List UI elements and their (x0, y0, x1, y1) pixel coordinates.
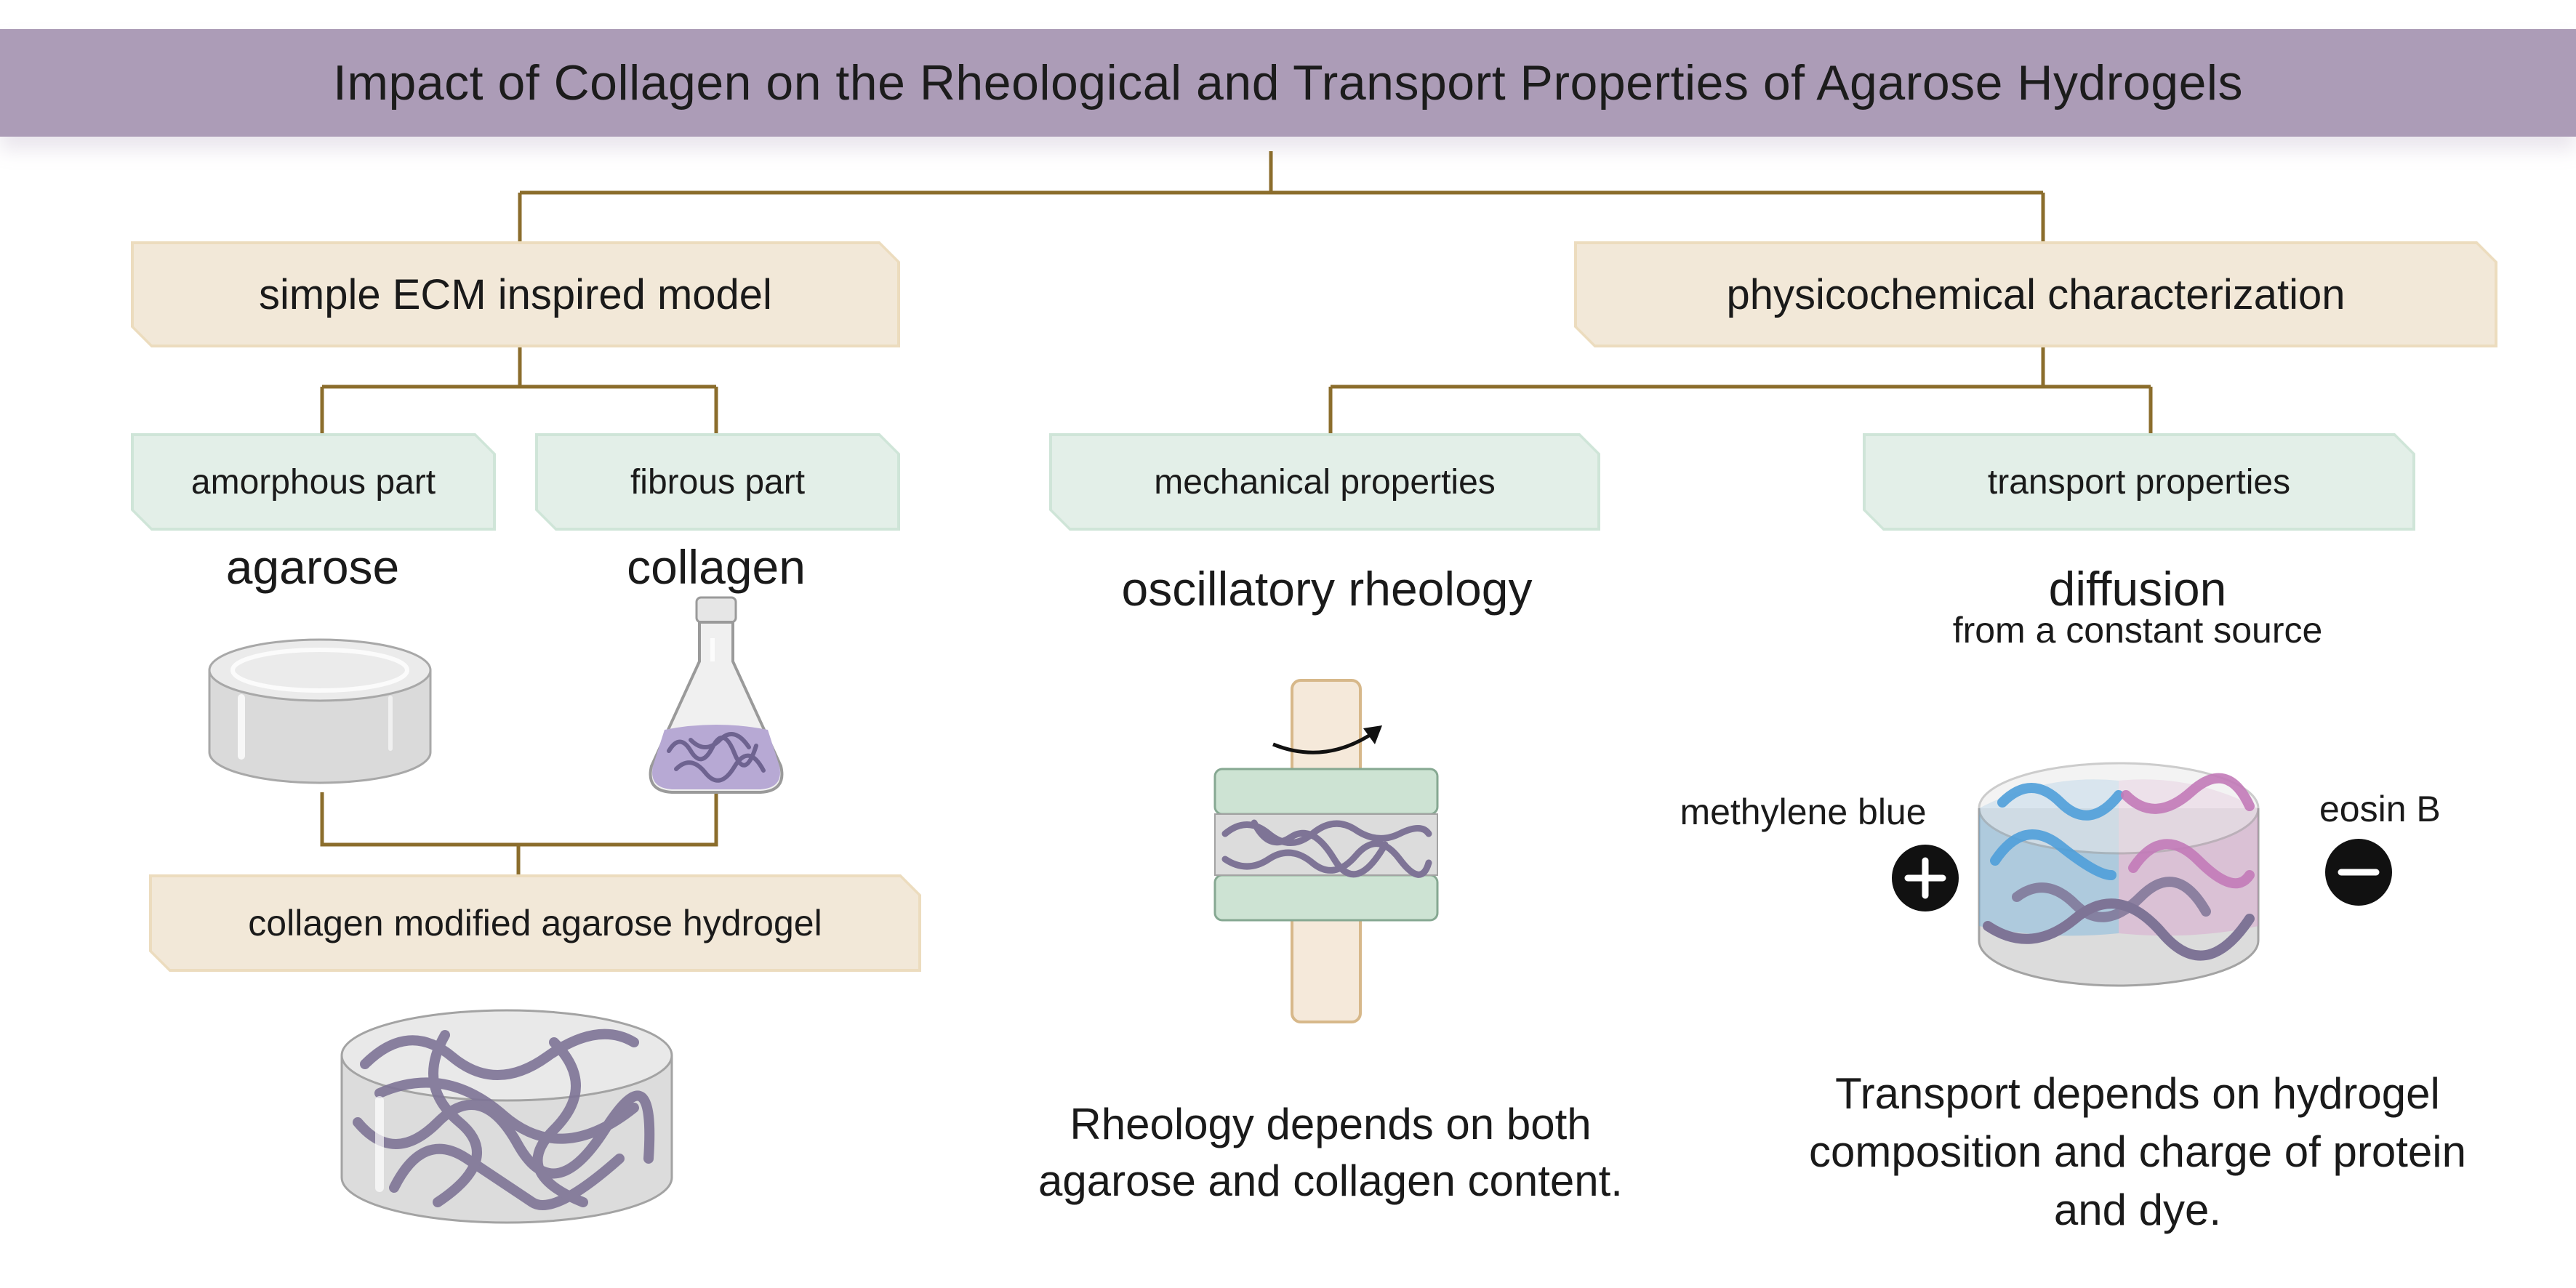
oscillatory-rheology-label: oscillatory rheology (1121, 562, 1533, 616)
top-connector (518, 151, 2045, 243)
mechanical-properties-box: mechanical properties (1049, 433, 1600, 531)
transport-conclusion-line3: and dye. (2053, 1186, 2222, 1234)
hydrogel-disc (340, 1009, 673, 1224)
transport-properties-label: transport properties (1987, 462, 2291, 502)
rheology-conclusion-line1: Rheology depends on both (1070, 1100, 1592, 1148)
agarose-label: agarose (225, 540, 400, 594)
agarose-gel-disc (208, 638, 432, 784)
amorphous-part-label: amorphous part (190, 462, 436, 502)
left-split-connector (320, 345, 718, 435)
mechanical-properties-label: mechanical properties (1154, 462, 1496, 502)
characterization-box: physicochemical characterization (1574, 241, 2497, 347)
collagen-label: collagen (627, 540, 806, 594)
transport-conclusion-line1: Transport depends on hydrogel (1835, 1069, 2440, 1118)
fibrous-part-box: fibrous part (535, 433, 900, 531)
diffusion-subtitle: from a constant source (1952, 610, 2323, 651)
ecm-model-box: simple ECM inspired model (131, 241, 900, 347)
eosin-b-label: eosin B (2319, 789, 2441, 829)
diffusion-gel-disc (1978, 762, 2260, 987)
merge-connector (320, 792, 718, 876)
transport-conclusion-line2: composition and charge of protein (1809, 1127, 2466, 1176)
characterization-label: physicochemical characterization (1726, 270, 2346, 318)
right-split-connector (1328, 345, 2153, 435)
upper-plate (1213, 768, 1439, 816)
transport-properties-box: transport properties (1863, 433, 2415, 531)
title-band: Impact of Collagen on the Rheological an… (0, 29, 2576, 137)
page-title: Impact of Collagen on the Rheological an… (333, 55, 2243, 110)
rotation-arrow (1272, 728, 1379, 754)
collagen-modified-hydrogel-label: collagen modified agarose hydrogel (248, 903, 822, 943)
diffusion-label: diffusion (2048, 562, 2227, 616)
rheometer-plates (1213, 679, 1439, 1023)
collagen-flask (649, 596, 784, 794)
amorphous-part-box: amorphous part (131, 433, 496, 531)
collagen-modified-hydrogel-box: collagen modified agarose hydrogel (149, 874, 921, 972)
methylene-blue-label: methylene blue (1680, 792, 1927, 832)
negative-charge-icon (2325, 839, 2392, 906)
rheology-conclusion-line2: agarose and collagen content. (1038, 1156, 1623, 1205)
ecm-model-label: simple ECM inspired model (259, 270, 772, 318)
fibrous-part-label: fibrous part (630, 462, 806, 502)
lower-plate (1213, 874, 1439, 922)
positive-charge-icon (1892, 845, 1959, 911)
